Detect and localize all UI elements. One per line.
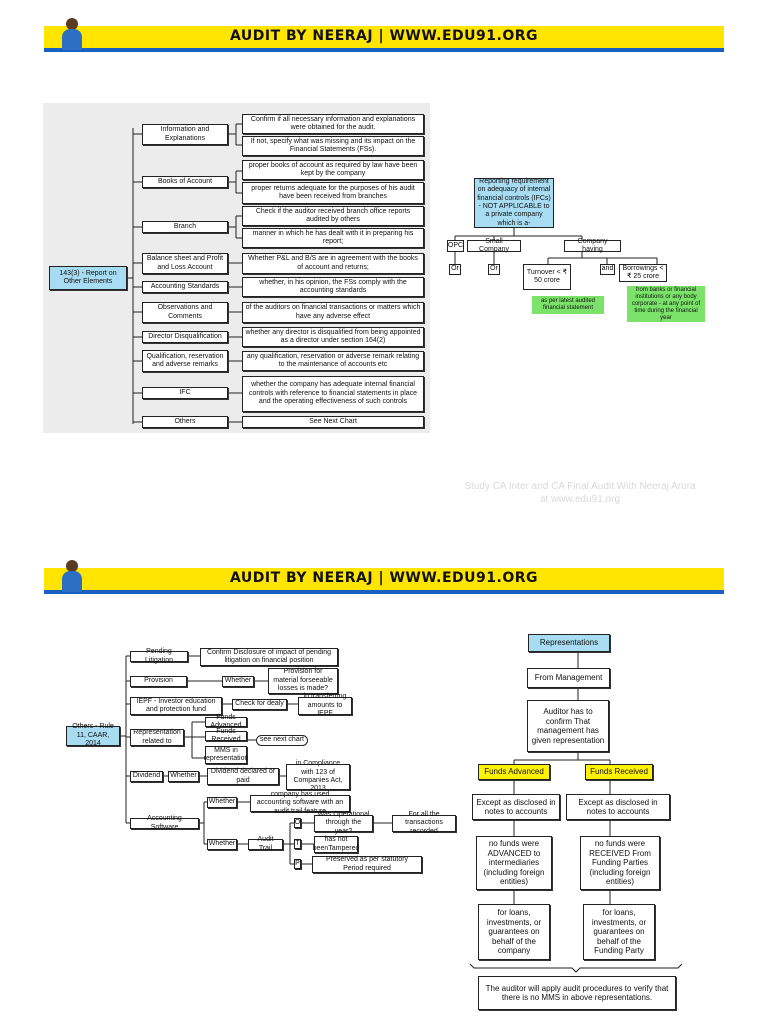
rep-except-left: Except as disclosed in notes to accounts	[472, 794, 560, 820]
rep-funds-advanced: Funds Advanced	[205, 714, 247, 729]
detail-qualification: any qualification, reservation or advers…	[242, 351, 424, 371]
rep-nofunds-right: no funds were RECEIVED From Funding Part…	[580, 836, 660, 890]
ifc-or-2: Or	[488, 264, 500, 275]
detail-branch-1: Check if the auditor received branch off…	[242, 206, 424, 226]
detail-director: whether any director is disqualified fro…	[242, 327, 424, 347]
provision-detail: Provision for material forseeable losses…	[268, 668, 338, 694]
rep-loans-right: for loans, investments, or guarantees on…	[583, 904, 655, 960]
rep-final: The auditor will apply audit procedures …	[478, 976, 676, 1010]
trail-p: P	[294, 859, 301, 869]
category-ifc: IFC	[142, 387, 228, 399]
trail-t: T	[294, 839, 301, 849]
software-whether-2: Whether	[207, 839, 237, 850]
trail-o: O	[294, 818, 301, 828]
rep-title: Representations	[528, 634, 610, 652]
detail-information-1: Confirm if all necessary information and…	[242, 114, 424, 134]
detail-bs-pl: Whether P&L and B/S are in agreement wit…	[242, 253, 424, 274]
presenter-avatar-icon	[60, 18, 84, 50]
category-accounting-standards: Accounting Standards	[142, 281, 228, 293]
detail-information-2: If not, specify what was missing and its…	[242, 136, 424, 156]
software-whether-1: Whether	[207, 797, 237, 808]
trail-preserved: Preserved as per statutory Period requir…	[312, 856, 422, 873]
category-observations: Observations and Comments	[142, 302, 228, 323]
rep-except-right: Except as disclosed in notes to accounts	[566, 794, 670, 820]
ifc-and: and	[600, 264, 615, 275]
trail-operational: Was Operational through the year?	[314, 811, 373, 835]
ifc-note-turnover: as per latest audited financial statemen…	[532, 296, 604, 314]
ifc-root: Reporting requirement on adequacy of int…	[474, 178, 554, 228]
ifc-opc: OPC	[447, 240, 464, 252]
rep-funds-advanced-head: Funds Advanced	[478, 764, 550, 780]
iepf-detail: in transferring amounts to IEPF	[298, 693, 352, 717]
rep-loans-left: for loans, investments, or guarantees on…	[478, 904, 550, 960]
category-qualification: Qualification, reservation and adverse r…	[142, 350, 228, 372]
watermark-line2: at www.edu91.org	[539, 494, 621, 505]
dividend-compliance: in Compliance with 123 of Companies Act,…	[286, 760, 350, 792]
chart2-root: Others - Rule 11, CAAR, 2014	[66, 723, 120, 747]
header-title-2: AUDIT BY NEERAJ | WWW.EDU91.ORG	[229, 570, 538, 586]
category-others: Others	[142, 416, 228, 428]
pending-litigation: Pending Litigation	[130, 648, 188, 664]
iepf: IEPF - Investor education and protection…	[130, 697, 222, 715]
detail-observations: of the auditors on financial transaction…	[242, 302, 424, 323]
detail-others: See Next Chart	[242, 416, 424, 428]
rep-funds-received: Funds Received	[205, 728, 247, 743]
rep-confirm: Auditor has to confirm That management h…	[527, 700, 609, 752]
detail-ifc: whether the company has adequate interna…	[242, 376, 424, 412]
category-bs-pl: Balance sheet and Profit and Loss Accoun…	[142, 253, 228, 274]
watermark: Study CA Inter and CA Final Audit With N…	[440, 480, 720, 506]
detail-accounting-standards: whether, in his opinion, the FSs comply …	[242, 277, 424, 297]
header-banner-2: AUDIT BY NEERAJ | WWW.EDU91.ORG	[44, 560, 724, 594]
rep-from-management: From Management	[527, 668, 610, 688]
software-detail: company has used accounting software wit…	[250, 791, 350, 815]
provision: Provision	[130, 676, 187, 687]
category-information: Information and Explanations	[142, 124, 228, 145]
provision-whether: Whether	[222, 676, 254, 687]
trail-tampered: has not beenTampered	[312, 836, 360, 853]
rep-mms: MMS in representation	[203, 746, 249, 764]
ifc-borrowings: Borrowings < ₹ 25 crore	[619, 264, 667, 282]
ifc-note-borrowings: from banks or financial institutions or …	[627, 286, 705, 322]
detail-books-1: proper books of account as required by l…	[242, 160, 424, 180]
dividend: Dividend	[130, 771, 163, 782]
ifc-small-company: Small Company	[467, 238, 521, 253]
header-banner: AUDIT BY NEERAJ | WWW.EDU91.ORG	[44, 18, 724, 52]
pending-detail: Confirm Disclosure of impact of pending …	[200, 648, 338, 666]
representation: Representation related to	[130, 729, 184, 746]
accounting-software: Accounting Software	[130, 815, 199, 831]
dividend-detail: Dividend declared or paid	[207, 768, 279, 785]
see-next-chart: see next chart	[256, 735, 308, 746]
detail-books-2: proper returns adequate for the purposes…	[242, 182, 424, 204]
ifc-company-having: Company having	[564, 238, 621, 253]
detail-branch-2: manner in which he has dealt with it in …	[242, 228, 424, 248]
watermark-line1: Study CA Inter and CA Final Audit With N…	[464, 481, 696, 492]
rep-funds-received-head: Funds Received	[585, 764, 653, 780]
dividend-whether: Whether	[168, 771, 199, 782]
trail-for-all: For all the transactions recorded	[392, 811, 456, 835]
rep-nofunds-left: no funds were ADVANCED to intermediaries…	[476, 836, 552, 890]
presenter-avatar-icon	[60, 560, 84, 592]
header-title: AUDIT BY NEERAJ | WWW.EDU91.ORG	[229, 28, 538, 44]
category-director-disqualification: Director Disqualification	[142, 331, 228, 343]
audit-trail: Audit Trail	[248, 836, 283, 852]
chart1-root: 143(3) - Report on Other Elements	[49, 266, 127, 290]
ifc-turnover: Turnover < ₹ 50 crore	[523, 264, 571, 290]
check-for-delay: Check for dealy	[232, 699, 287, 710]
ifc-or-1: Or	[449, 264, 461, 275]
category-books-of-account: Books of Account	[142, 176, 228, 188]
category-branch: Branch	[142, 221, 228, 233]
